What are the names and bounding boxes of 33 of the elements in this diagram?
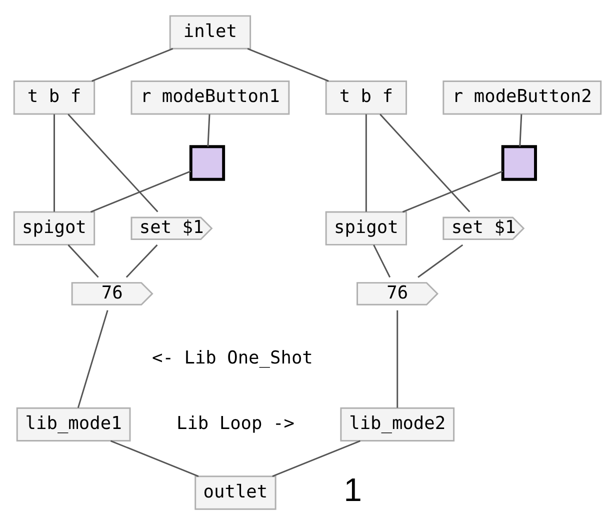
label: <- Lib One_Shot bbox=[152, 348, 313, 369]
node-box: inlet bbox=[169, 15, 252, 50]
node-box: spigot bbox=[13, 211, 96, 246]
node-box: spigot bbox=[325, 211, 408, 246]
node-box: r modeButton2 bbox=[442, 80, 602, 115]
connector bbox=[68, 114, 158, 212]
connector bbox=[365, 114, 367, 212]
connector bbox=[68, 244, 99, 278]
connector bbox=[373, 244, 391, 278]
connector bbox=[207, 114, 210, 147]
connector bbox=[402, 170, 504, 213]
connector bbox=[272, 440, 360, 478]
connector bbox=[396, 310, 398, 408]
connector bbox=[92, 48, 174, 82]
label: 1 bbox=[344, 471, 362, 508]
node-box: lib_mode1 bbox=[16, 407, 131, 442]
connector bbox=[380, 114, 470, 212]
connector bbox=[110, 440, 199, 478]
node-box: t b f bbox=[13, 80, 96, 115]
connector bbox=[77, 310, 108, 408]
label: Lib Loop -> bbox=[176, 413, 294, 434]
node-box bbox=[189, 145, 226, 181]
connector bbox=[54, 114, 55, 212]
connector bbox=[247, 48, 329, 82]
node-box: r modeButton1 bbox=[130, 80, 290, 115]
node-box: lib_mode2 bbox=[340, 407, 455, 442]
connector bbox=[519, 114, 522, 147]
connector bbox=[90, 170, 192, 213]
node-box: outlet bbox=[194, 476, 276, 510]
node-box: t b f bbox=[325, 80, 408, 115]
connector bbox=[126, 244, 158, 278]
node-box bbox=[501, 145, 537, 181]
connector bbox=[418, 244, 464, 278]
